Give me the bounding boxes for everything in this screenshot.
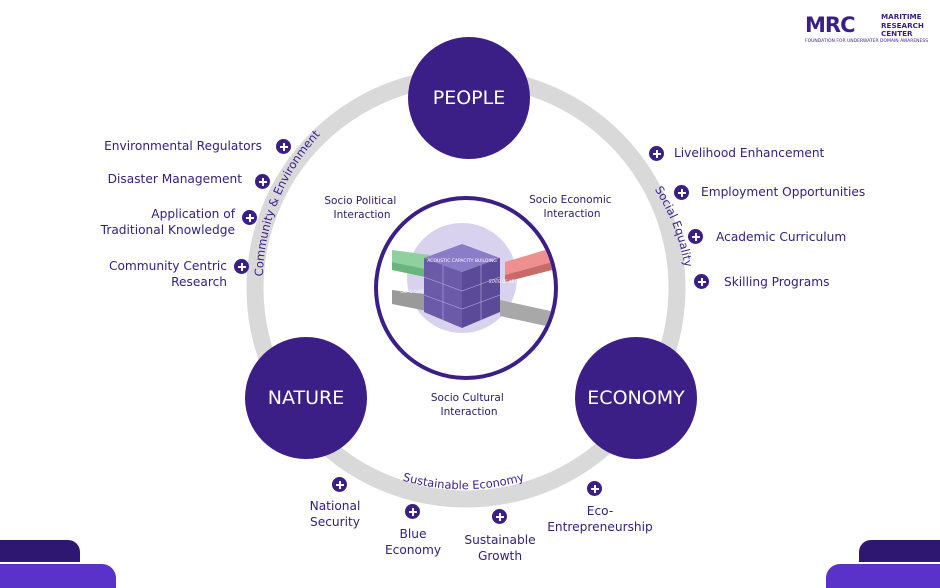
plus-icon: [688, 229, 703, 244]
logo-name: MARITIME RESEARCH CENTER: [881, 12, 924, 38]
plus-icon: [242, 210, 257, 225]
economy-node: [575, 337, 697, 459]
socio-political-label: Socio Political Interaction: [324, 195, 399, 221]
corner-bar-right-bottom: [826, 564, 940, 588]
plus-icon: [276, 139, 291, 154]
item-skilling-programs: Skilling Programs: [724, 275, 830, 289]
plus-icon: [492, 509, 507, 524]
mrc-logo: MRC MARITIME RESEARCH CENTER FOUNDATION …: [805, 11, 940, 47]
economy-label: ECONOMY: [587, 387, 685, 409]
nature-label: NATURE: [268, 387, 344, 409]
corner-bar-left-bottom: [0, 564, 116, 588]
plus-icon: [234, 259, 249, 274]
cube-top-label: ACOUSTIC CAPACITY BUILDING: [427, 258, 497, 264]
plus-icon: [649, 146, 664, 161]
cube-left-tag: OIL & GAS: [400, 289, 423, 295]
logo-mark: MRC: [805, 13, 855, 37]
people-node: [408, 37, 530, 159]
item-disaster-management: Disaster Management: [107, 172, 242, 186]
item-eco-entrepreneurship: Eco- Entrepreneurship: [547, 504, 653, 534]
item-blue-economy: Blue Economy: [384, 527, 442, 557]
item-national-security: National Security: [309, 499, 361, 529]
item-employment-opportunities: Employment Opportunities: [701, 185, 866, 199]
item-livelihood-enhancement: Livelihood Enhancement: [674, 146, 825, 160]
item-environmental-regulators: Environmental Regulators: [104, 139, 262, 153]
socio-cultural-label: Socio Cultural Interaction: [431, 392, 507, 418]
plus-icon: [674, 185, 689, 200]
socio-economic-label: Socio Economic Interaction: [529, 194, 615, 220]
plus-icon: [694, 274, 709, 289]
plus-icon: [587, 481, 602, 496]
item-sustainable-growth: Sustainable Growth: [464, 533, 536, 563]
nature-node: [245, 337, 367, 459]
people-label: PEOPLE: [433, 87, 505, 109]
plus-icon: [405, 504, 420, 519]
cube-illustration: ACOUSTIC CAPACITY BUILDING OIL & GAS STA…: [392, 223, 554, 333]
logo-tagline: FOUNDATION FOR UNDERWATER DOMAIN AWARENE…: [805, 39, 929, 44]
item-academic-curriculum: Academic Curriculum: [716, 230, 847, 244]
corner-bar-right-top: [859, 540, 940, 562]
plus-icon: [332, 477, 347, 492]
corner-bar-left-top: [0, 540, 80, 562]
plus-icon: [255, 174, 270, 189]
item-traditional-knowledge: Application of Traditional Knowledge: [100, 207, 235, 237]
cube-right-tag: STATE OF ART EQUIPMENT: [489, 279, 542, 284]
item-community-centric-research: Community Centric Research: [108, 259, 227, 289]
